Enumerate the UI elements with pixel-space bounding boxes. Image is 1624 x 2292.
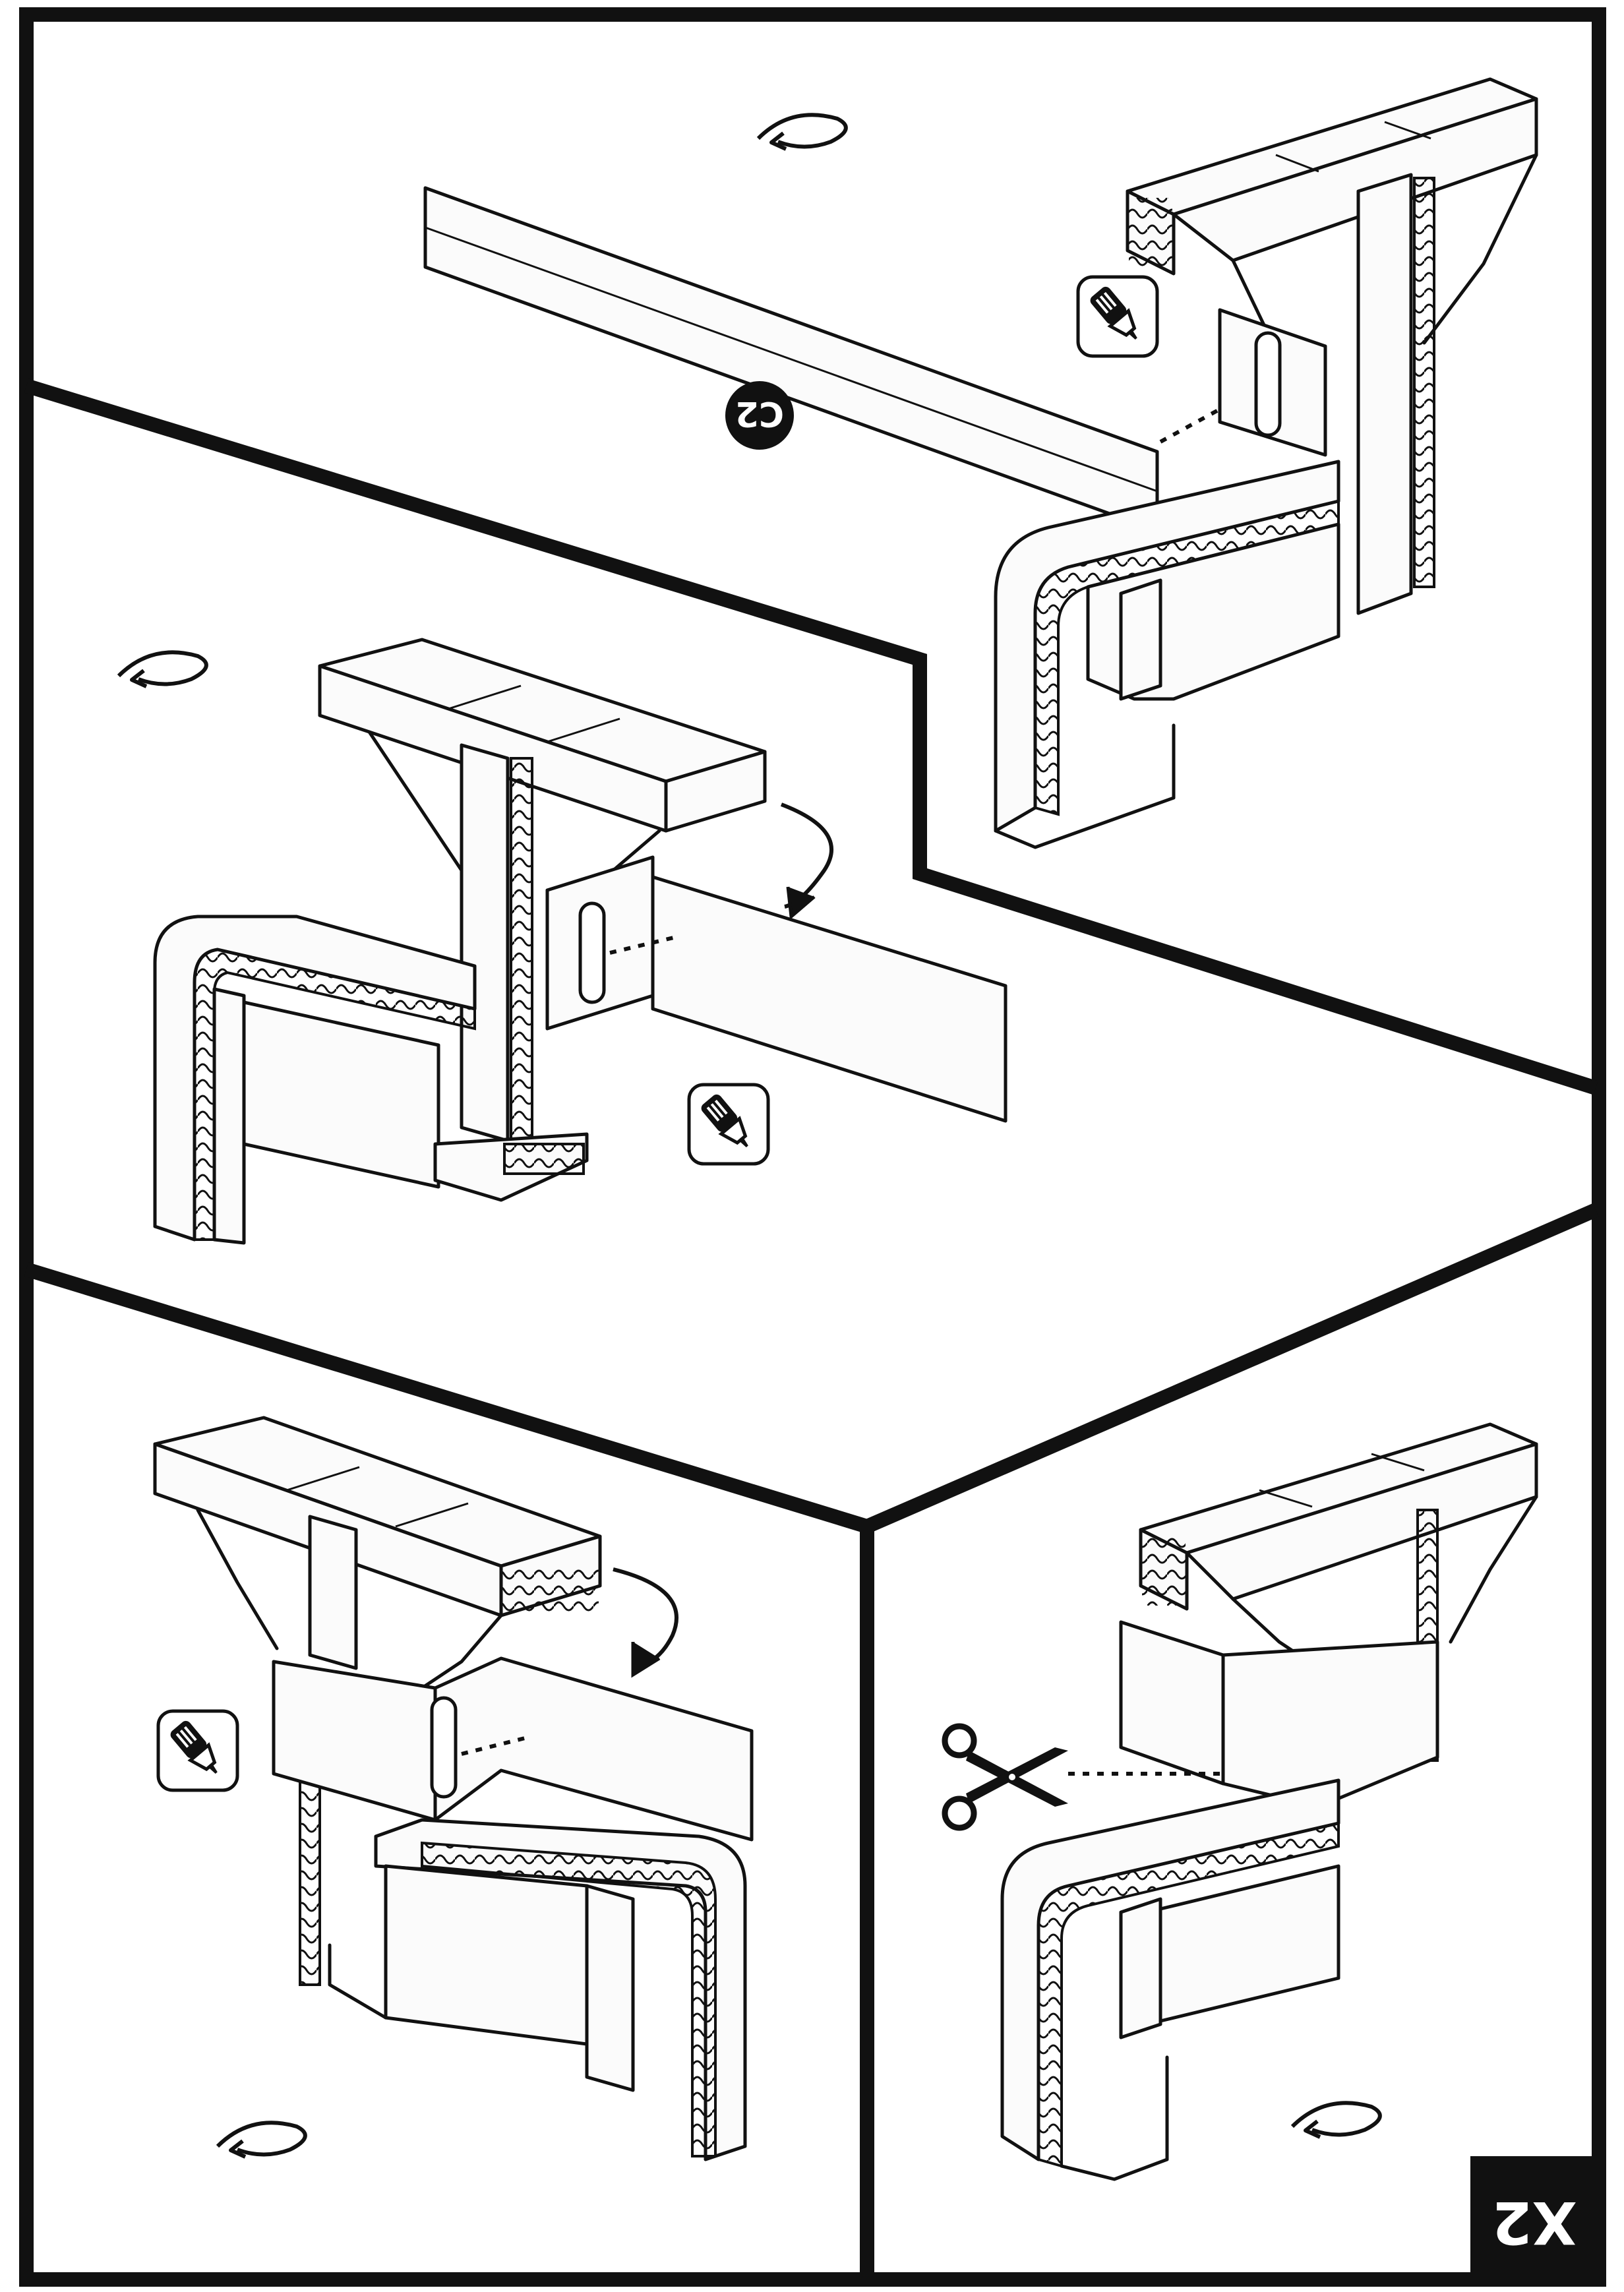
quantity-badge: X2 xyxy=(1470,2156,1599,2279)
glue-icon xyxy=(158,1711,237,1790)
panel-dividers xyxy=(24,378,1599,2279)
scissors-icon xyxy=(942,1723,1068,1831)
svg-text:C2: C2 xyxy=(735,394,784,433)
glue-icon xyxy=(1078,277,1157,356)
rotate-arrow-icon xyxy=(758,115,846,149)
glue-guide-line xyxy=(1159,384,1264,444)
svg-text:X2: X2 xyxy=(1491,2188,1577,2256)
rotate-arrow-icon xyxy=(119,652,206,686)
panel-2 xyxy=(119,638,1007,1245)
glue-icon xyxy=(689,1085,768,1164)
panel-4 xyxy=(942,1422,1538,2181)
rotate-arrow-icon xyxy=(218,2123,305,2157)
part-label-c2: C2 xyxy=(725,381,794,450)
page-border xyxy=(19,7,1606,2287)
panel-3 xyxy=(153,1416,754,2161)
support-assembly xyxy=(994,77,1538,849)
panel-1: C2 xyxy=(423,77,1538,849)
rotate-arrow-icon xyxy=(1292,2103,1380,2137)
